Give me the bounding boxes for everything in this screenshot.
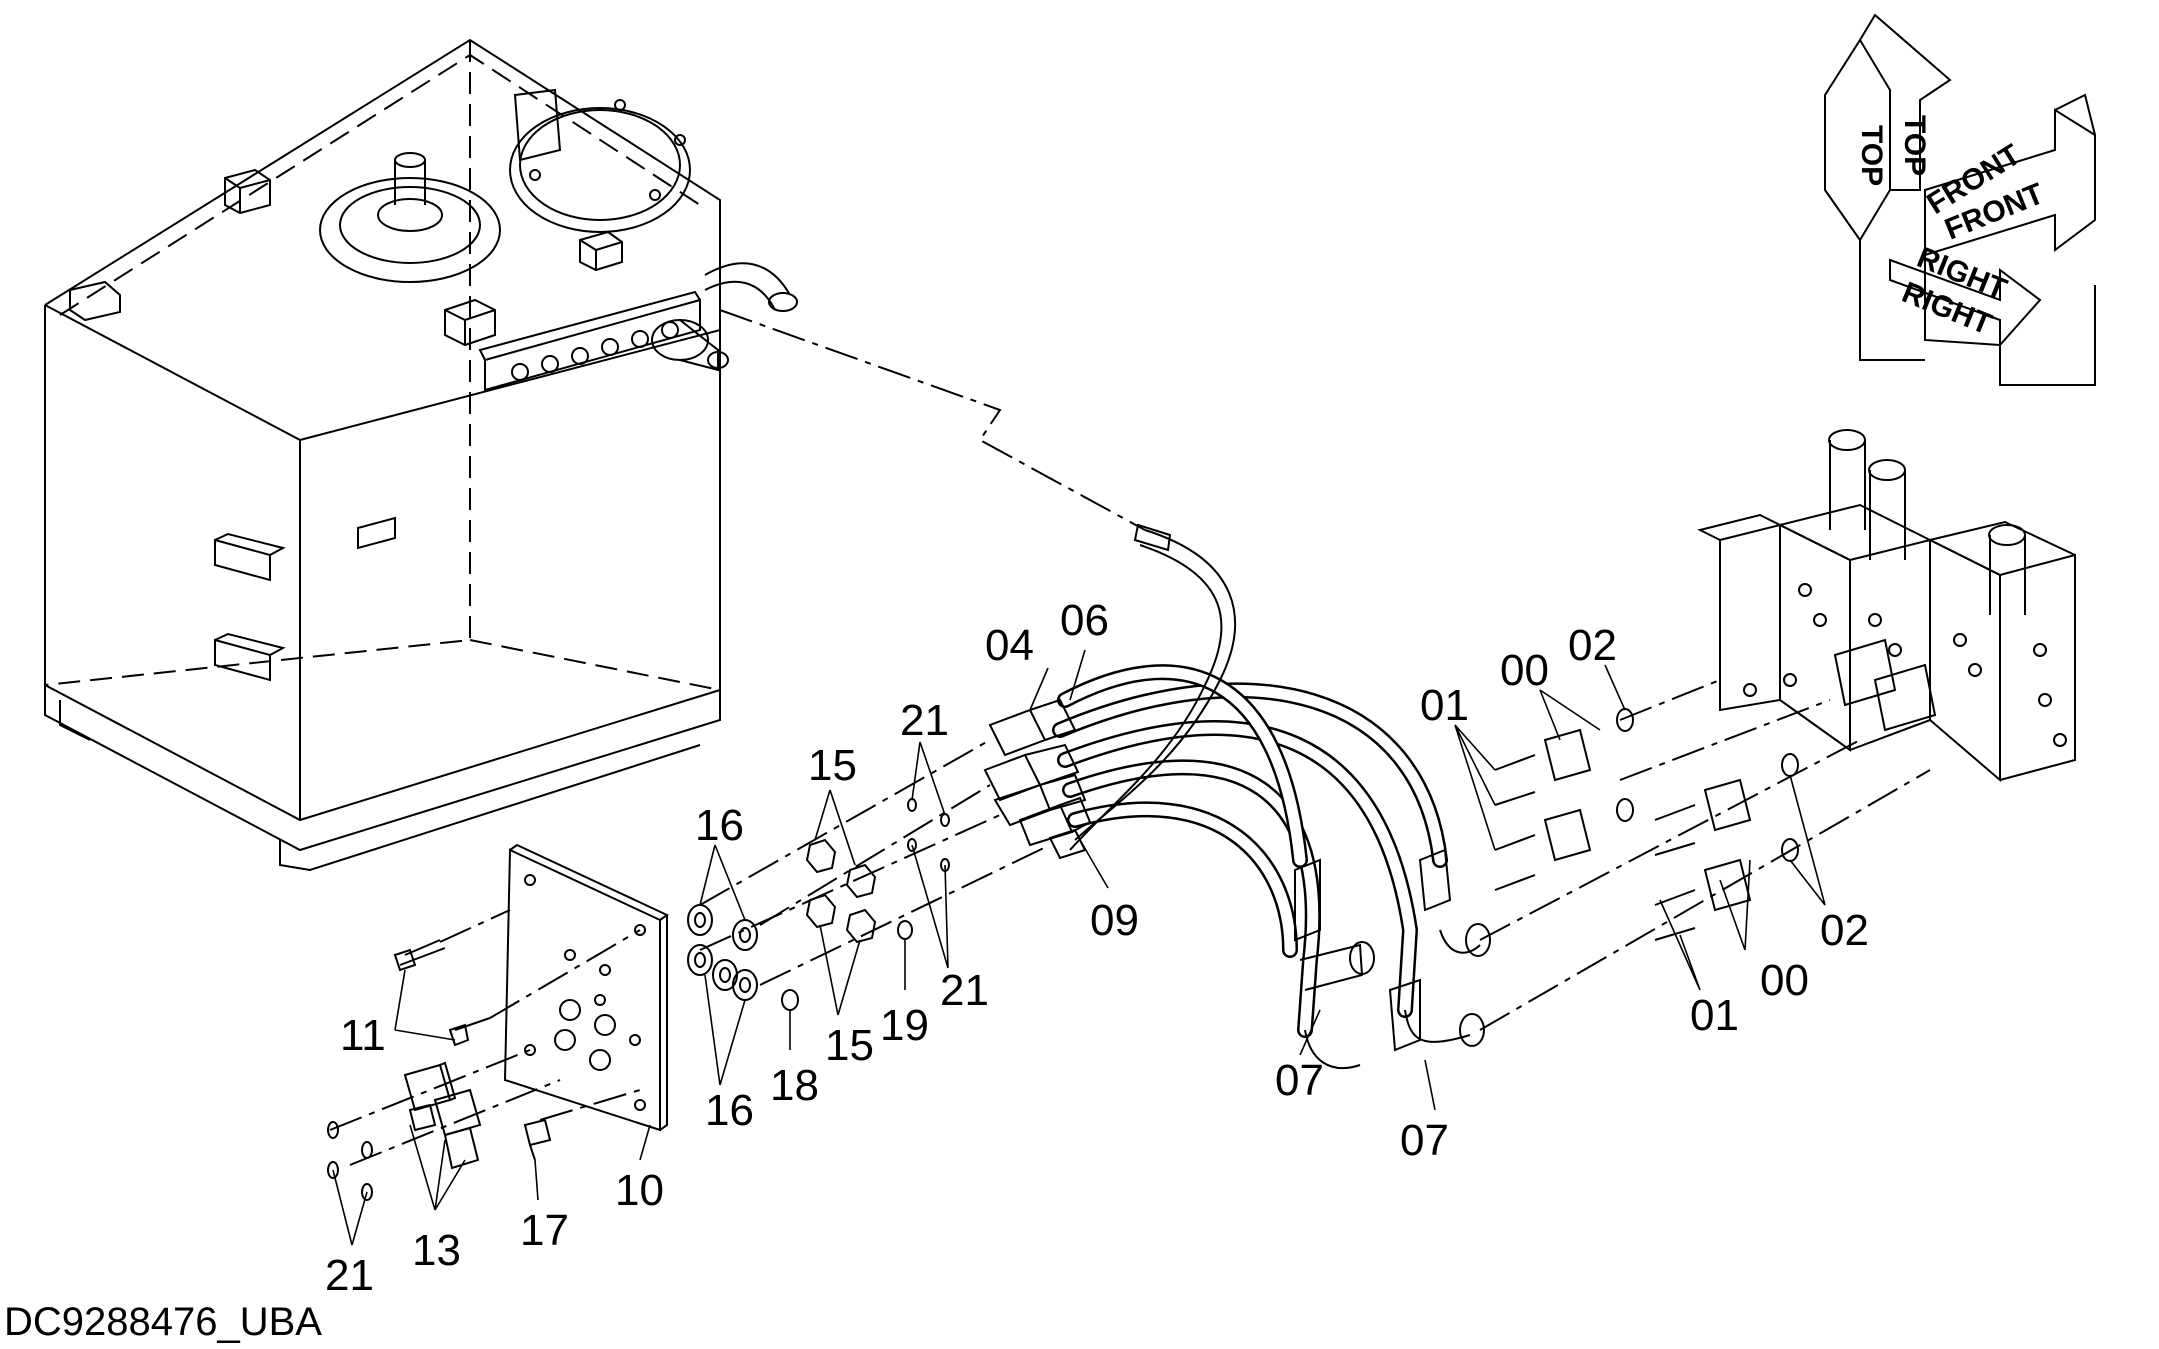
callout-10: 10	[615, 1166, 664, 1215]
orientation-indicator: TOP TOP FRONT FRONT RIGHT RIGHT	[1824, 13, 2096, 386]
callout-07-left: 07	[1275, 1056, 1324, 1105]
washers-16	[687, 904, 758, 1001]
callout-21-mid: 21	[940, 966, 989, 1015]
tank-outlet-elbow	[651, 262, 798, 372]
o-rings-21-lower	[327, 1121, 373, 1201]
callout-01-upper: 01	[1420, 681, 1469, 730]
hose-assemblies	[1052, 529, 1491, 1070]
callout-02-upper: 02	[1568, 621, 1617, 670]
callout-labels: 04 06 09 21 21 15 15 16 16 18 19 11 10 1…	[325, 596, 1869, 1300]
bolts-11	[393, 939, 491, 1047]
hydraulic-tank	[44, 38, 798, 872]
tank-pad	[69, 280, 121, 322]
tank-pad	[444, 298, 496, 347]
nuts-15	[805, 838, 877, 944]
tank-port-manifold	[478, 290, 701, 392]
callout-19: 19	[880, 1001, 929, 1050]
callout-21-lower: 21	[325, 1251, 374, 1300]
callout-15-upper: 15	[808, 741, 857, 790]
bulkhead-fittings-13	[403, 1061, 482, 1170]
flange-07-right	[1404, 1009, 1485, 1047]
callout-07-right: 07	[1400, 1116, 1449, 1165]
washer-19	[897, 920, 913, 940]
callout-04: 04	[985, 621, 1034, 670]
bolts-and-flanges-right	[1494, 708, 1799, 941]
washer-18	[781, 989, 799, 1011]
callout-16-lower: 16	[705, 1086, 754, 1135]
callout-18: 18	[770, 1061, 819, 1110]
top-label-2: TOP	[1898, 115, 1931, 176]
callout-15-lower: 15	[825, 1021, 874, 1070]
return-filter-cover	[509, 88, 691, 233]
flange-top	[1439, 923, 1491, 957]
callout-21-upper: 21	[900, 696, 949, 745]
callout-17: 17	[520, 1206, 569, 1255]
callout-16-upper: 16	[695, 801, 744, 850]
callout-01-lower: 01	[1690, 991, 1739, 1040]
suction-strainer	[319, 152, 501, 283]
callout-13: 13	[412, 1226, 461, 1275]
tank-pad	[579, 230, 623, 272]
callout-09: 09	[1090, 896, 1139, 945]
bulkhead-plate	[503, 843, 669, 1132]
top-label-1: TOP	[1855, 125, 1888, 186]
callout-02-lower: 02	[1820, 906, 1869, 955]
tank-pad	[224, 168, 271, 215]
callout-00-upper: 00	[1500, 646, 1549, 695]
hose-fittings	[983, 698, 1092, 860]
callout-06: 06	[1060, 596, 1109, 645]
drawing-number: DC9288476_UBA	[4, 1300, 322, 1344]
callout-11: 11	[340, 1011, 386, 1060]
callout-leaders	[332, 649, 1826, 1246]
callout-00-lower: 00	[1760, 956, 1809, 1005]
control-valve-bank	[1697, 429, 2076, 783]
